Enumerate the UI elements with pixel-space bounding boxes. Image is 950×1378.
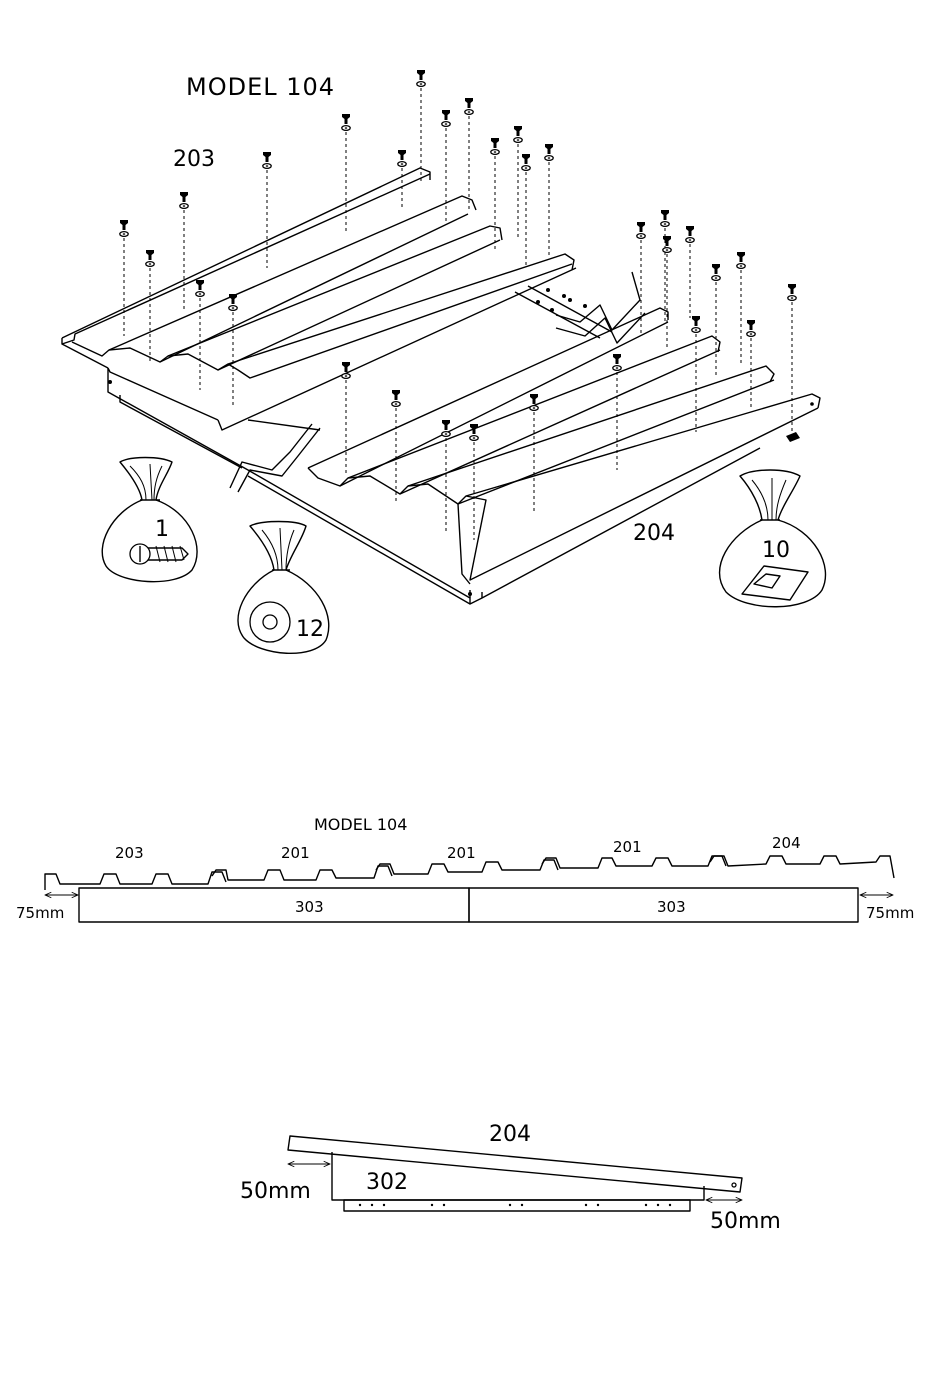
screw-icon bbox=[342, 114, 350, 232]
screw-icon bbox=[398, 150, 406, 208]
screw-icon bbox=[442, 110, 450, 224]
section-label-201-c: 201 bbox=[613, 838, 642, 856]
profile-201-c bbox=[542, 856, 726, 868]
screw-icon bbox=[146, 250, 154, 362]
panel-label-204: 204 bbox=[633, 521, 675, 546]
screw-icon bbox=[342, 362, 350, 476]
screw-icon bbox=[737, 252, 745, 366]
screw-icon bbox=[514, 126, 522, 240]
screw-icon bbox=[392, 390, 400, 502]
screw-icon bbox=[229, 294, 237, 408]
front-overhang-label: 50mm bbox=[240, 1179, 311, 1204]
screw-icon bbox=[263, 152, 271, 268]
screw-icon bbox=[747, 320, 755, 408]
sheet-203 bbox=[62, 168, 576, 430]
screw-icon bbox=[180, 192, 188, 310]
left-overhang-label: 75mm bbox=[16, 904, 64, 922]
side-sheet-label: 204 bbox=[489, 1122, 531, 1147]
screw-icon bbox=[686, 226, 694, 318]
sheet-204 bbox=[308, 308, 820, 584]
screw-icon bbox=[417, 70, 425, 184]
fastener-screws bbox=[120, 70, 800, 540]
screw-icon bbox=[442, 420, 450, 534]
screw-icon bbox=[661, 210, 669, 324]
screw-icon bbox=[530, 394, 538, 512]
right-overhang-label: 75mm bbox=[866, 904, 914, 922]
profile-201-b bbox=[376, 860, 558, 874]
screw-icon bbox=[692, 316, 700, 432]
self-tapping-screw-icon bbox=[130, 544, 188, 564]
screw-icon bbox=[465, 98, 473, 212]
flashing-cap-icon bbox=[742, 566, 808, 600]
top-exploded-view: MODEL 104 203 204 bbox=[62, 70, 825, 653]
support-303-right-label: 303 bbox=[657, 898, 686, 916]
bag-caps-count: 10 bbox=[762, 538, 790, 563]
profile-204 bbox=[710, 856, 894, 878]
screw-icon bbox=[545, 144, 553, 258]
section-label-201-b: 201 bbox=[447, 844, 476, 862]
support-303-left bbox=[79, 888, 469, 922]
section-title: MODEL 104 bbox=[314, 815, 407, 834]
panel-label-203: 203 bbox=[173, 147, 215, 172]
profile-201-a bbox=[212, 866, 392, 880]
bag-washers-count: 12 bbox=[296, 617, 324, 642]
side-support-label: 302 bbox=[366, 1170, 408, 1195]
support-302-rail bbox=[344, 1200, 690, 1211]
section-label-203: 203 bbox=[115, 844, 144, 862]
support-303-left-label: 303 bbox=[295, 898, 324, 916]
bag-caps: 10 bbox=[720, 470, 826, 607]
section-label-204: 204 bbox=[772, 834, 801, 852]
side-view: 204 302 50mm 50mm bbox=[240, 1122, 781, 1234]
section-view: MODEL 104 203 201 201 201 204 303 303 75… bbox=[16, 815, 914, 922]
bag-screws-count: 1 bbox=[155, 517, 169, 542]
flashing-cap-icon bbox=[786, 432, 800, 442]
rail-holes bbox=[359, 1204, 671, 1206]
rear-overhang-label: 50mm bbox=[710, 1209, 781, 1234]
screw-icon bbox=[637, 222, 645, 336]
screw-icon bbox=[196, 280, 204, 390]
top-title: MODEL 104 bbox=[186, 73, 335, 101]
bag-screws: 1 bbox=[102, 458, 197, 582]
section-label-201-a: 201 bbox=[281, 844, 310, 862]
screw-icon bbox=[663, 236, 671, 350]
bag-washers: 12 bbox=[238, 522, 329, 654]
screw-icon bbox=[491, 138, 499, 252]
screw-icon bbox=[522, 154, 530, 268]
screw-icon bbox=[470, 424, 478, 540]
sealing-washer-icon bbox=[250, 602, 290, 642]
screw-icon bbox=[788, 284, 796, 434]
screw-icon bbox=[120, 220, 128, 336]
screw-icon bbox=[712, 264, 720, 378]
